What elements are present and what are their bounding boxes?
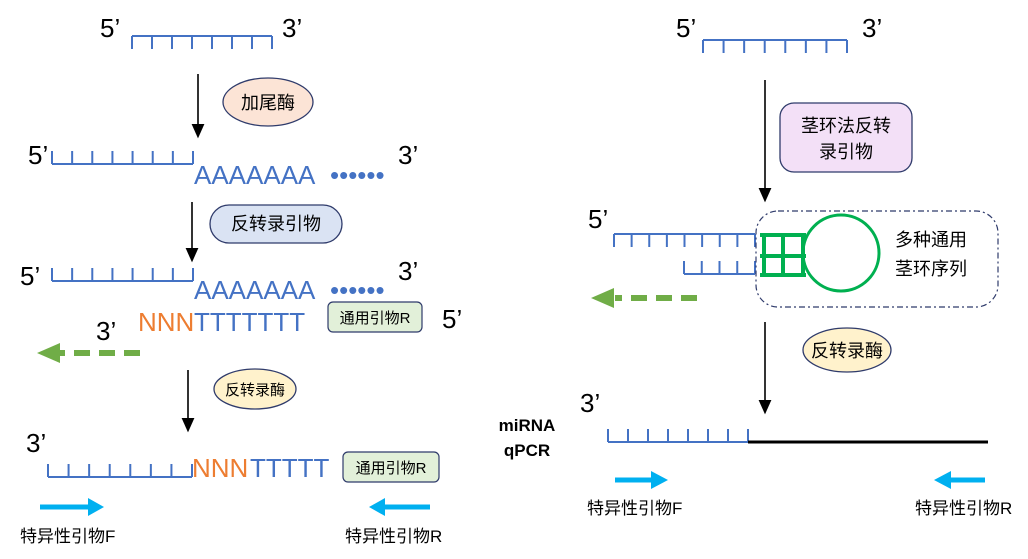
- left-rt-enzyme-badge: 反转录酶: [213, 368, 297, 410]
- left-cdna-nnn: NNN: [192, 453, 248, 483]
- left-polya-tail: AAAAAAA: [194, 160, 316, 190]
- right-forward-primer-label: 特异性引物F: [587, 499, 682, 518]
- right-method-label-line1: miRNA: [499, 416, 556, 435]
- left-tailing-enzyme-badge: 加尾酶: [222, 77, 314, 127]
- right-rt-enzyme-text: 反转录酶: [811, 341, 883, 361]
- left-polya-3prime-label: 3’: [398, 140, 418, 170]
- left-extension-arrow: [37, 343, 140, 363]
- right-cdna-product: 3’: [580, 388, 988, 444]
- left-universal-primer-text: 通用引物R: [340, 310, 411, 327]
- left-polya-dots: ••••••: [330, 160, 385, 190]
- right-top-3prime-label: 3’: [862, 13, 882, 43]
- right-loop-dashed-box: [755, 210, 999, 308]
- right-complex-5prime-label: 5’: [588, 204, 608, 234]
- right-top-5prime-label: 5’: [676, 13, 696, 43]
- right-cdna-comb: [607, 429, 749, 443]
- right-mirna-comb: [613, 233, 756, 247]
- right-method-label-line2: qPCR: [504, 441, 550, 460]
- right-loop-circle: [801, 213, 881, 293]
- left-cdna-poly-t: TTTTT: [250, 453, 330, 483]
- right-stemloop-complex: 5’ 多种通用 茎环序列: [588, 204, 999, 308]
- left-rt-primer-text: 反转录引物: [231, 214, 321, 234]
- left-universal-primer-box: [327, 301, 423, 333]
- right-loop-label-line2: 茎环序列: [895, 259, 967, 279]
- right-forward-primer-arrow: [615, 471, 668, 489]
- left-cdna-product: 3’ NNN TTTTT 通用引物R: [26, 428, 440, 483]
- right-reverse-primer-arrow: [934, 471, 985, 489]
- left-cdna-universal-text: 通用引物R: [356, 460, 427, 477]
- right-mirna-strand: 5’ 3’: [676, 13, 882, 53]
- right-extension-arrow: [591, 288, 697, 308]
- left-annealed-comb: [51, 268, 194, 282]
- left-annealed-3prime-label: 3’: [398, 256, 418, 286]
- left-reverse-primer-arrow: [369, 498, 430, 516]
- left-cdna-comb: [47, 464, 193, 478]
- left-polya-strand: 5’ AAAAAAA •••••• 3’: [28, 140, 418, 190]
- right-reverse-primer-label: 特异性引物R: [915, 499, 1012, 518]
- left-rt-enzyme-text: 反转录酶: [225, 382, 285, 399]
- right-stemloop-primer-line2: 录引物: [819, 142, 873, 162]
- left-top-comb: [131, 35, 273, 49]
- left-annealed-polya-dots: ••••••: [330, 275, 385, 305]
- left-cdna-3prime-label: 3’: [26, 428, 46, 458]
- left-cdna-universal-box: [342, 451, 440, 483]
- right-cdna-3prime-label: 3’: [580, 388, 600, 418]
- right-stem: [760, 233, 806, 277]
- left-forward-primer-label: 特异性引物F: [20, 527, 115, 546]
- left-primer-poly-t: TTTTTTT: [194, 307, 305, 337]
- left-top-5prime-label: 5’: [100, 13, 120, 43]
- right-loop-label-line1: 多种通用: [895, 230, 967, 250]
- left-forward-primer-arrow: [40, 498, 104, 516]
- left-primer-3prime-label: 3’: [96, 316, 116, 346]
- right-primer-comb: [683, 261, 756, 275]
- left-reverse-primer-label: 特异性引物R: [345, 527, 442, 546]
- left-mirna-strand: 5’ 3’: [100, 13, 302, 49]
- right-rt-enzyme-badge: 反转录酶: [802, 327, 892, 373]
- left-polya-5prime-label: 5’: [28, 140, 48, 170]
- left-rt-primer-badge: 反转录引物: [209, 204, 343, 244]
- right-panel: 5’ 3’ 茎环法反转 录引物 5’ 多种通用: [499, 13, 1013, 518]
- left-annealed-strand: 5’ AAAAAAA •••••• 3’: [20, 256, 418, 305]
- left-primer-5prime-label: 5’: [442, 304, 462, 334]
- left-top-3prime-label: 3’: [282, 13, 302, 43]
- left-rt-primer-sequence: 3’ NNN TTTTTTT 通用引物R 5’: [96, 301, 462, 346]
- right-stemloop-primer-badge: 茎环法反转 录引物: [779, 102, 913, 173]
- left-polya-comb: [51, 151, 194, 165]
- left-panel: 5’ 3’ 加尾酶 5’ AAAAAAA •••••• 3’ 反转录引物 5’: [20, 13, 462, 546]
- left-tailing-enzyme-text: 加尾酶: [241, 93, 295, 113]
- left-annealed-5prime-label: 5’: [20, 261, 40, 291]
- right-top-comb: [702, 39, 848, 53]
- left-primer-nnn: NNN: [138, 307, 194, 337]
- left-annealed-polya-tail: AAAAAAA: [194, 275, 316, 305]
- right-stemloop-primer-line1: 茎环法反转: [801, 116, 891, 136]
